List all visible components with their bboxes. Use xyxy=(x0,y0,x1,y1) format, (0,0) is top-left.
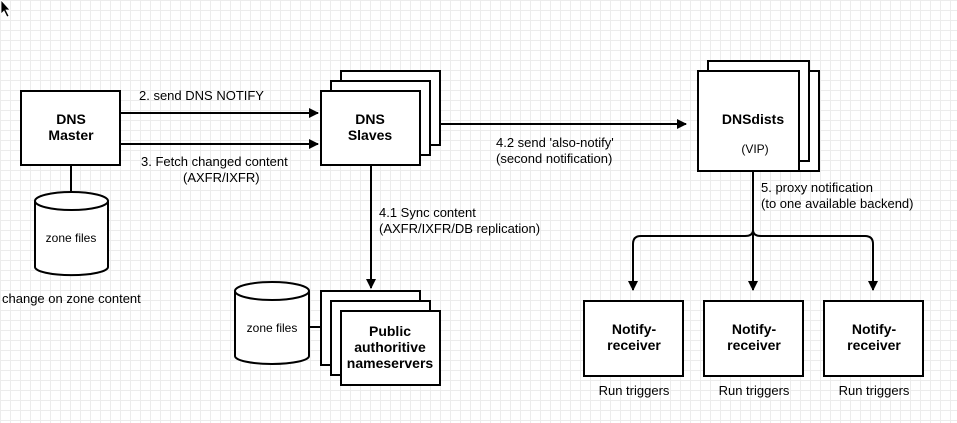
notify-receiver-3-label-2: receiver xyxy=(847,337,901,353)
notify-receiver-1-label-1: Notify- xyxy=(612,321,657,337)
dns-master-label-1: DNS xyxy=(56,111,86,127)
proxy-notification-label-1: 5. proxy notification xyxy=(761,180,873,195)
also-notify-label-1: 4.2 send 'also-notify' xyxy=(496,135,614,150)
public-ns-label-1: Public xyxy=(369,323,411,339)
send-notify-label: 2. send DNS NOTIFY xyxy=(139,88,264,103)
dns-slaves-label-1: DNS xyxy=(355,111,385,127)
public-ns-label-2: authoritive xyxy=(354,339,426,355)
dnsdists-node[interactable]: DNSdists (VIP) xyxy=(697,60,820,172)
public-ns-label-3: nameservers xyxy=(347,355,434,371)
run-triggers-2: Run triggers xyxy=(719,383,790,398)
public-nameservers-node[interactable]: Public authoritive nameservers xyxy=(320,290,441,386)
run-triggers-1: Run triggers xyxy=(599,383,670,398)
zone-change-annotation: change on zone content xyxy=(2,291,141,306)
sync-content-label-1: 4.1 Sync content xyxy=(379,205,476,220)
mouse-pointer-icon xyxy=(0,0,11,18)
dns-master-label-2: Master xyxy=(48,127,94,143)
also-notify-label-2: (second notification) xyxy=(496,151,612,166)
zone-files-master-label: zone files xyxy=(46,231,97,245)
dnsdists-label: DNSdists xyxy=(722,111,784,127)
edge-proxy-left xyxy=(628,229,754,291)
dns-slaves-node[interactable]: DNS Slaves xyxy=(320,70,441,166)
notify-receiver-1-label-2: receiver xyxy=(607,337,661,353)
notify-receiver-2-label-1: Notify- xyxy=(732,321,777,337)
dns-slaves-label-2: Slaves xyxy=(348,127,393,143)
notify-receiver-2[interactable]: Notify- receiver xyxy=(703,300,804,377)
notify-receiver-2-label-2: receiver xyxy=(727,337,781,353)
zone-files-public-cylinder[interactable]: zone files xyxy=(234,281,310,365)
fetch-content-label-1: 3. Fetch changed content xyxy=(141,154,288,169)
fetch-content-label-2: (AXFR/IXFR) xyxy=(183,170,260,185)
run-triggers-3: Run triggers xyxy=(839,383,910,398)
proxy-notification-label-2: (to one available backend) xyxy=(761,196,914,211)
notify-receiver-3[interactable]: Notify- receiver xyxy=(823,300,924,377)
edge-proxy-right xyxy=(752,229,878,291)
zone-files-public-label: zone files xyxy=(247,321,298,335)
zone-files-master-cylinder[interactable]: zone files xyxy=(34,191,109,277)
dns-master-node[interactable]: DNS Master xyxy=(20,90,121,166)
dnsdists-vip-label: (VIP) xyxy=(741,142,768,156)
notify-receiver-1[interactable]: Notify- receiver xyxy=(583,300,684,377)
sync-content-label-2: (AXFR/IXFR/DB replication) xyxy=(379,221,540,236)
notify-receiver-3-label-1: Notify- xyxy=(852,321,897,337)
